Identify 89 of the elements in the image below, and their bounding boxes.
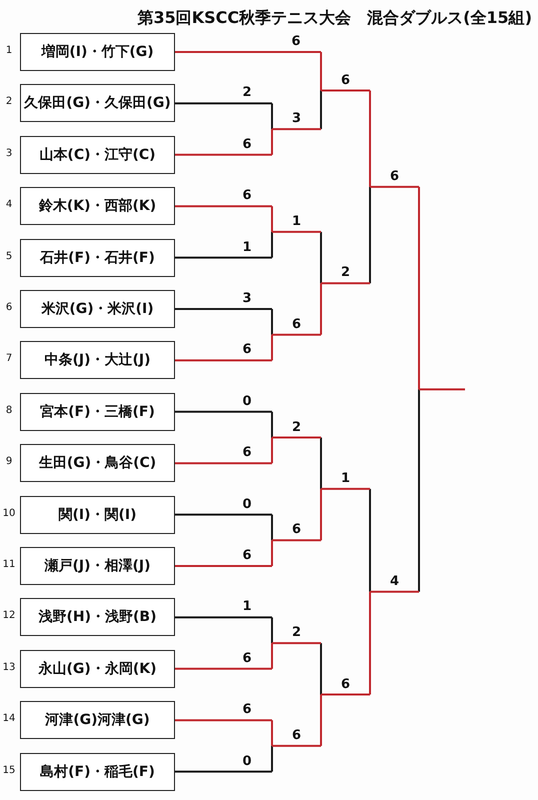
score-label: 0 <box>242 754 252 769</box>
score-label: 6 <box>242 446 252 460</box>
team-box <box>20 444 175 482</box>
bracket-line <box>175 770 272 773</box>
score-label: 6 <box>242 189 252 204</box>
seed-number: 9 <box>4 456 14 468</box>
score-label: 6 <box>390 170 400 184</box>
score-label: 4 <box>390 574 400 589</box>
team-box <box>20 598 175 636</box>
seed-number: 7 <box>4 353 14 364</box>
seed-number: 14 <box>2 713 16 724</box>
team-name: 米沢(G)・米沢(I) <box>41 300 154 318</box>
team-name: 生田(G)・鳥谷(C) <box>38 454 156 472</box>
bracket-line <box>175 154 272 156</box>
score-label: 6 <box>242 652 252 666</box>
team-box <box>20 547 175 585</box>
bracket-line <box>175 668 272 670</box>
title: 第35回KSCC秋季テニス大会 混合ダブルス(全15組) <box>136 8 532 29</box>
team-name: 山本(C)・江守(C) <box>39 146 156 164</box>
bracket-line <box>175 565 272 567</box>
team-name: 島村(F)・稲毛(F) <box>40 762 155 781</box>
seed-number: 10 <box>2 508 16 519</box>
seed-number: 3 <box>4 148 14 159</box>
bracket-line <box>175 514 272 516</box>
score-label: 3 <box>292 112 302 126</box>
team-box <box>20 290 175 328</box>
score-label: 6 <box>242 549 252 563</box>
bracket-line <box>175 719 272 722</box>
team-name: 瀬戸(J)・相澤(J) <box>44 557 150 575</box>
score-label: 6 <box>242 703 252 718</box>
team-box <box>20 341 175 380</box>
bracket-line <box>175 256 272 259</box>
seed-number: 11 <box>2 559 16 570</box>
bracket-line <box>175 102 272 104</box>
score-label: 1 <box>242 240 252 255</box>
score-label: 0 <box>242 394 252 409</box>
team-name: 河津(G)河津(G) <box>45 711 150 730</box>
team-box <box>20 650 175 688</box>
bracket-line <box>175 205 272 208</box>
score-label: 1 <box>292 214 302 229</box>
score-label: 6 <box>292 728 302 743</box>
score-label: 6 <box>340 678 350 692</box>
score-label: 2 <box>242 86 252 100</box>
team-name: 石井(F)・石井(F) <box>40 248 155 267</box>
team-name: 宮本(F)・三橋(F) <box>40 402 155 421</box>
seed-number: 6 <box>4 302 14 313</box>
score-label: 2 <box>292 626 302 640</box>
seed-number: 15 <box>2 764 16 776</box>
team-box <box>20 752 175 791</box>
team-name: 永山(G)・永岡(K) <box>38 660 156 678</box>
score-label: 2 <box>292 420 302 434</box>
bracket-line <box>175 51 321 53</box>
team-name: 関(I)・関(I) <box>58 506 136 524</box>
score-label: 6 <box>292 318 302 332</box>
score-label: 3 <box>242 292 252 306</box>
team-box <box>20 701 175 740</box>
team-box <box>20 496 175 534</box>
seed-number: 8 <box>4 404 14 416</box>
team-name: 中条(J)・大辻(J) <box>44 351 150 370</box>
bracket-line <box>175 308 272 310</box>
seed-number: 12 <box>2 610 16 622</box>
team-box <box>20 136 175 174</box>
team-box <box>20 84 175 122</box>
bracket-line <box>175 616 272 618</box>
score-label: 6 <box>292 523 302 538</box>
score-label: 1 <box>340 472 350 486</box>
team-name: 増岡(I)・竹下(G) <box>41 43 154 61</box>
seed-number: 5 <box>4 250 14 262</box>
bracket-line <box>175 462 272 464</box>
score-label: 6 <box>340 74 350 88</box>
team-box <box>20 187 175 226</box>
score-label: 6 <box>242 343 252 358</box>
score-label: 6 <box>291 35 301 49</box>
score-label: 1 <box>242 600 252 614</box>
score-label: 0 <box>242 498 252 512</box>
bracket-line <box>175 410 272 413</box>
team-box <box>20 33 175 71</box>
score-label: 6 <box>242 138 252 152</box>
team-box <box>20 392 175 431</box>
team-name: 鈴木(K)・西部(K) <box>38 197 156 216</box>
team-name: 浅野(H)・浅野(B) <box>38 608 156 626</box>
seed-number: 4 <box>4 199 14 210</box>
seed-number: 13 <box>2 662 16 673</box>
team-name: 久保田(G)・久保田(G) <box>24 94 171 112</box>
seed-number: 1 <box>4 45 14 56</box>
bracket-line <box>175 359 272 362</box>
score-label: 2 <box>340 266 350 280</box>
team-box <box>20 238 175 277</box>
seed-number: 2 <box>4 96 14 108</box>
